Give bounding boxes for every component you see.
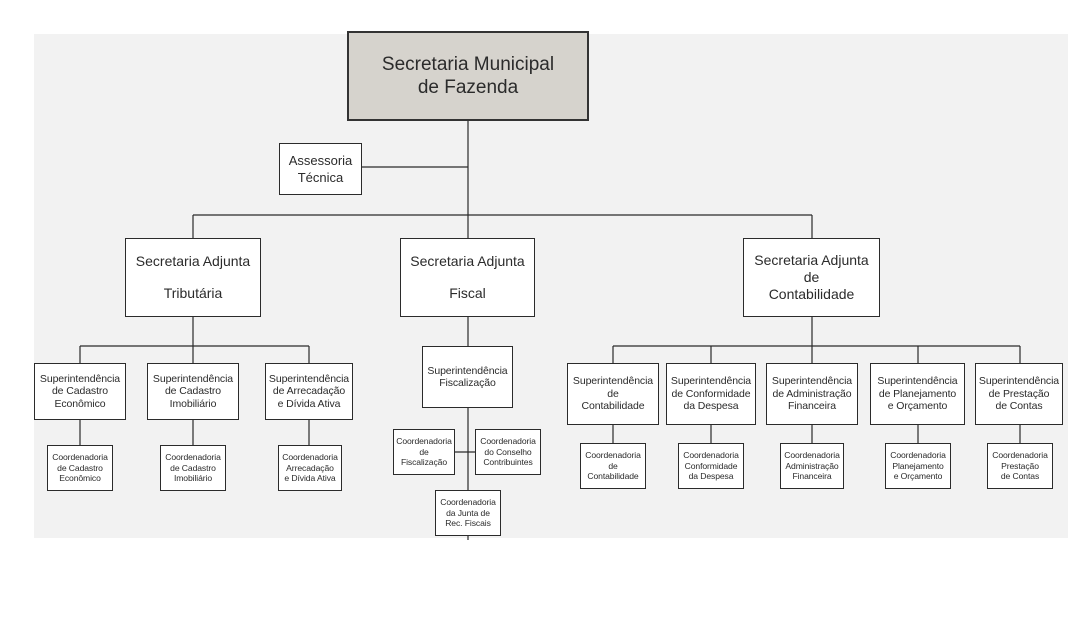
node-sup-conformidade: Superintendência de Conformidade da Desp… [666,363,756,425]
node-line: de Cadastro [51,385,109,398]
node-line: Superintendência [152,372,234,385]
node-line: Rec. Fiscais [445,518,491,529]
node-line: Coordenadoria [440,497,496,508]
node-line: Contabilidade [581,400,645,413]
node-sup-fiscalizacao: Superintendência Fiscalização [422,346,513,408]
node-line: de Conformidade [671,387,751,400]
node-adjunta-fiscal: Secretaria Adjunta Fiscal [400,238,535,317]
node-line: Secretaria Municipal [381,54,555,75]
node-secretaria-municipal: Secretaria Municipal de Fazenda [347,31,589,121]
node-line: Imobiliário [169,397,217,410]
node-line: de Planejamento [878,387,957,400]
node-line: Fiscalização [400,457,448,468]
node-coord-administracao: Coordenadoria Administração Financeira [780,443,844,489]
node-coord-prestacao: Coordenadoria Prestação de Contas [987,443,1053,489]
node-line: de [607,387,619,400]
node-line: de Prestação [988,387,1050,400]
node-sup-cadastro-economico: Superintendência de Cadastro Econômico [34,363,126,420]
node-line: Econômico [54,397,106,410]
node-line: e Orçamento [887,400,948,413]
node-line: Superintendência [771,375,853,388]
node-line: de [803,269,820,285]
node-line: Tributária [163,285,223,301]
node-line: Secretaria Adjunta [754,252,869,268]
node-line: Imobiliário [173,473,213,484]
node-line: Coordenadoria [165,452,221,463]
node-line: de Administração [772,387,852,400]
node-line: Contabilidade [587,471,639,482]
node-line: da Despesa [688,471,734,482]
node-line: Superintendência [268,372,350,385]
node-line: Superintendência [427,364,508,377]
node-line: de Cadastro [164,385,222,398]
node-line: Coordenadoria [992,450,1048,461]
node-line: Superintendência [572,375,654,388]
node-line: Coordenadoria [480,436,536,447]
node-line: Coordenadoria [890,450,946,461]
node-line: de Contas [995,400,1043,413]
node-line: Superintendência [670,375,752,388]
node-line: Conformidade [684,460,738,471]
node-adjunta-contabilidade: Secretaria Adjunta de Contabilidade [743,238,880,317]
node-sup-cadastro-imobiliario: Superintendência de Cadastro Imobiliário [147,363,239,420]
node-line: Financeira [792,471,832,482]
node-line: de [419,446,429,457]
node-coord-cadastro-imobiliario: Coordenadoria de Cadastro Imobiliário [160,445,226,491]
node-sup-planejamento: Superintendência de Planejamento e Orçam… [870,363,965,425]
node-line: Planejamento [892,460,944,471]
node-line: Técnica [297,170,344,185]
node-line: Financeira [787,400,837,413]
node-line: de Contas [1000,471,1040,482]
node-coord-conselho: Coordenadoria do Conselho Contribuintes [475,429,541,475]
node-line: de Cadastro [57,462,103,473]
node-line: Coordenadoria [52,452,108,463]
node-coord-junta: Coordenadoria da Junta de Rec. Fiscais [435,490,501,536]
node-line: Superintendência [978,375,1060,388]
node-line: Secretaria Adjunta [410,253,525,269]
node-line: Coordenadoria [784,450,840,461]
node-line: de Arrecadação [272,385,346,398]
node-coord-fiscalizacao: Coordenadoria de Fiscalização [393,429,455,475]
node-line: Coordenadoria [282,452,338,463]
node-line: Arrecadação [286,462,334,473]
node-line: Coordenadoria [683,450,739,461]
node-line: Administração [785,460,839,471]
node-line: Fiscalização [439,377,496,389]
node-coord-arrecadacao: Coordenadoria Arrecadação e Dívida Ativa [278,445,342,491]
node-assessoria-tecnica: Assessoria Técnica [279,143,362,195]
node-line: e Orçamento [893,471,943,482]
node-sup-arrecadacao: Superintendência de Arrecadação e Dívida… [265,363,353,420]
node-line: Coordenadoria [396,436,452,447]
node-line: Contribuintes [483,457,533,468]
node-sup-contabilidade: Superintendência de Contabilidade [567,363,659,425]
node-adjunta-tributaria: Secretaria Adjunta Tributária [125,238,261,317]
node-coord-conformidade: Coordenadoria Conformidade da Despesa [678,443,744,489]
node-line: de [608,460,618,471]
node-line: Superintendência [877,375,958,388]
node-coord-planejamento: Coordenadoria Planejamento e Orçamento [885,443,951,489]
node-line: de Fazenda [417,77,519,98]
node-line: Coordenadoria [585,450,641,461]
node-line: de Cadastro [170,462,216,473]
node-line: Fiscal [449,285,486,301]
node-line: Assessoria [288,153,353,168]
node-line: da Despesa [683,400,739,413]
node-line: e Dívida Ativa [284,473,336,484]
node-line: e Dívida Ativa [277,397,341,410]
node-sup-administracao: Superintendência de Administração Financ… [766,363,858,425]
node-sup-prestacao: Superintendência de Prestação de Contas [975,363,1063,425]
node-line: Superintendência [39,372,121,385]
node-coord-cadastro-economico: Coordenadoria de Cadastro Econômico [47,445,113,491]
node-line: Prestação [1001,460,1039,471]
node-line: da Junta de [446,507,490,518]
node-line: Secretaria Adjunta [135,253,251,269]
node-line: Econômico [59,473,101,484]
node-line: do Conselho [484,446,532,457]
node-line: Contabilidade [768,286,855,302]
node-coord-contabilidade: Coordenadoria de Contabilidade [580,443,646,489]
